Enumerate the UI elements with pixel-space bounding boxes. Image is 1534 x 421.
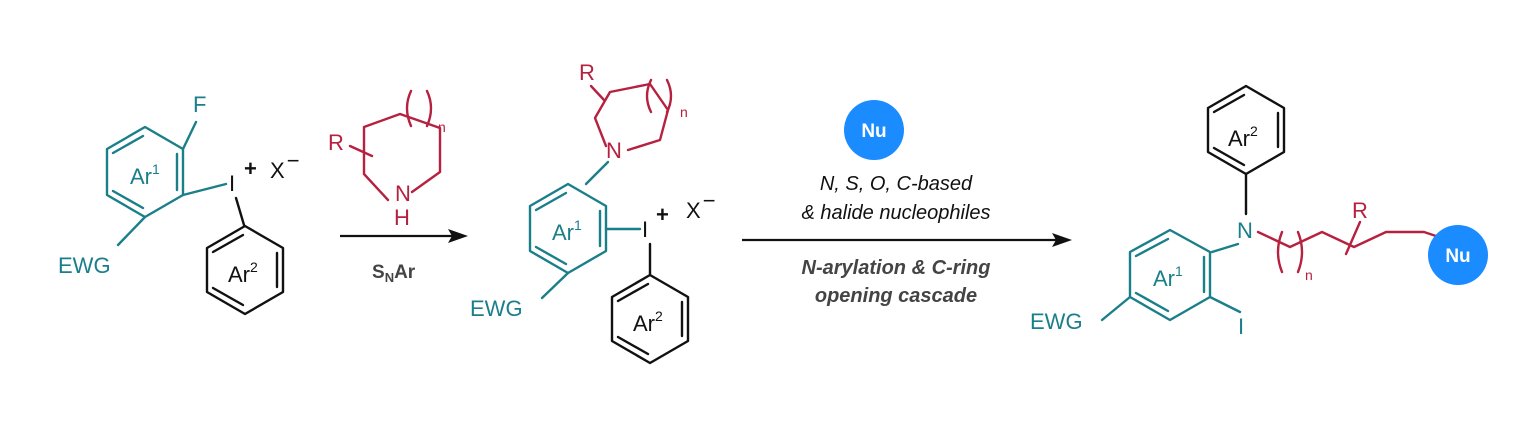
intermediate-ar1-double-bond bbox=[534, 245, 568, 266]
product-bracket-right bbox=[1296, 230, 1304, 274]
ar2-label: Ar2 bbox=[228, 259, 258, 287]
product-c-ewg-bond bbox=[1100, 295, 1132, 322]
conditions-line-1: N, S, O, C-based bbox=[820, 173, 973, 195]
c-i-bond bbox=[181, 182, 228, 197]
c-ewg-bond bbox=[116, 215, 147, 247]
nu-badge-product bbox=[1428, 225, 1488, 285]
intermediate-ar2-ring bbox=[610, 273, 690, 365]
arrow-2-head bbox=[1052, 233, 1072, 247]
intermediate-ar1-double-bond bbox=[534, 191, 568, 212]
intermediate-ar1-label: Ar1 bbox=[552, 217, 582, 245]
ar1-double-bond bbox=[111, 134, 145, 155]
conditions-line-3: N-arylation & C-ring bbox=[802, 257, 991, 279]
intermediate-iodine-label: I bbox=[642, 217, 648, 242]
nu-badge-reagent bbox=[844, 100, 904, 160]
c-f-bond bbox=[181, 120, 198, 151]
amine-nitrogen-label: N bbox=[395, 181, 411, 206]
arrow-step-1: SNAr bbox=[340, 229, 468, 285]
product-ar2-label: Ar2 bbox=[1228, 123, 1258, 151]
product-r-bond bbox=[1344, 220, 1362, 256]
intermediate-r-bond bbox=[589, 84, 606, 102]
arrow-step-2: Nu N, S, O, C-based & halide nucleophile… bbox=[742, 100, 1072, 307]
intermediate-ar2-label: Ar2 bbox=[633, 308, 663, 336]
intermediate-bracket-left bbox=[645, 78, 653, 114]
n-aryl-bond bbox=[584, 160, 610, 186]
ar2-ring bbox=[205, 224, 285, 316]
product-n-ar1-bond bbox=[1210, 242, 1240, 254]
intermediate-r-label: R bbox=[579, 60, 595, 85]
product-ar1-double-bond bbox=[1134, 237, 1170, 258]
intermediate-iodonium-charge: + bbox=[656, 202, 669, 227]
amine-r-label: R bbox=[328, 130, 344, 155]
amine-n-subscript: n bbox=[438, 119, 446, 135]
ewg-label: EWG bbox=[58, 253, 111, 278]
intermediate-nitrogen-label: N bbox=[606, 138, 622, 163]
intermediate-ar2-double-bond bbox=[616, 335, 650, 356]
amine-r-bond bbox=[348, 144, 374, 158]
ar2-double-bond bbox=[211, 286, 245, 307]
intermediate-counterion-label: X− bbox=[686, 188, 716, 223]
intermediate-aminated: N R n Ar1 EWG I + X− Ar2 bbox=[470, 60, 716, 365]
product-iodine-label: I bbox=[1238, 314, 1244, 339]
cyclic-amine: N H R n bbox=[328, 89, 446, 230]
snar-label: SNAr bbox=[372, 262, 416, 285]
product-ar1-ring bbox=[1128, 228, 1212, 322]
intermediate-c-ewg-bond bbox=[540, 271, 570, 300]
intermediate-ar2-double-bond bbox=[616, 282, 650, 303]
fluorine-label: F bbox=[193, 92, 206, 117]
reactant-diaryliodonium: Ar1 F EWG I + X− Ar2 bbox=[58, 92, 300, 316]
product-n-subscript: n bbox=[1305, 267, 1313, 283]
iodonium-charge: + bbox=[244, 156, 257, 181]
intermediate-bracket-right bbox=[665, 78, 673, 114]
ar1-label: Ar1 bbox=[130, 161, 160, 189]
amine-hydrogen-label: H bbox=[394, 205, 410, 230]
amine-ring bbox=[362, 112, 442, 202]
conditions-line-4: opening cascade bbox=[815, 285, 977, 307]
product-ar1-double-bond bbox=[1134, 291, 1170, 313]
intermediate-n-subscript: n bbox=[680, 104, 688, 120]
nu-badge-reagent-label: Nu bbox=[861, 121, 886, 142]
product-ar2-double-bond bbox=[1212, 93, 1246, 114]
nu-badge-product-label: Nu bbox=[1445, 246, 1470, 267]
iodine-label: I bbox=[229, 171, 235, 196]
arrow-1-head bbox=[448, 229, 468, 243]
amine-bracket-right bbox=[425, 89, 433, 128]
product-ewg-label: EWG bbox=[1030, 309, 1083, 334]
counterion-label: X− bbox=[270, 148, 300, 183]
product-ar2-double-bond bbox=[1212, 146, 1246, 167]
conditions-line-2: & halide nucleophiles bbox=[801, 202, 990, 224]
product-ar1-label: Ar1 bbox=[1153, 263, 1183, 291]
ar2-double-bond bbox=[211, 233, 245, 254]
amine-bracket-left bbox=[405, 89, 413, 128]
ar1-double-bond bbox=[111, 189, 145, 210]
product-r-label: R bbox=[1352, 198, 1368, 223]
product-ring-opened: Ar2 N Ar1 EWG I n R Nu bbox=[1030, 84, 1488, 339]
intermediate-ewg-label: EWG bbox=[470, 296, 523, 321]
product-bracket-left bbox=[1276, 230, 1284, 274]
product-nitrogen-label: N bbox=[1237, 218, 1253, 243]
product-c-i-bond bbox=[1208, 295, 1242, 314]
i-ar2-bond bbox=[234, 196, 246, 227]
product-alkyl-chain bbox=[1256, 230, 1438, 249]
